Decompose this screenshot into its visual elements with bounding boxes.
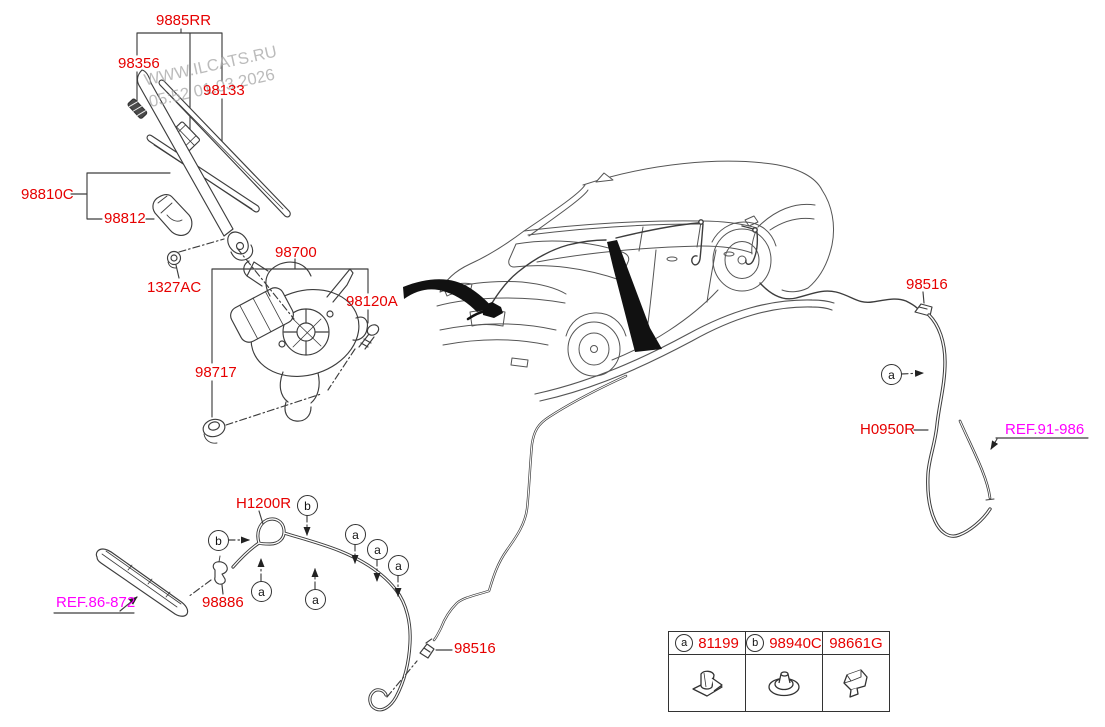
legend-cell-81199: a 81199	[669, 632, 746, 654]
legend-header-row: a 81199 b 98940C 98661G	[669, 632, 889, 655]
push-clip-icon	[692, 670, 723, 697]
grommet-98717	[202, 418, 226, 444]
callout-a-circle: a	[367, 539, 388, 560]
hose-connector-98516-right	[914, 291, 933, 317]
spoiler-ref-86-872	[95, 548, 189, 617]
legend-part-number: 81199	[698, 634, 739, 652]
bottom-leaders	[53, 510, 453, 651]
part-label-9885rr: 9885RR	[156, 12, 212, 29]
dash-leaders-topleft	[178, 238, 356, 426]
callout-a-circle: a	[251, 581, 272, 602]
callout-arrows	[227, 369, 924, 597]
legend-part-number: 98940C	[769, 634, 822, 652]
right-leaders	[913, 429, 1089, 450]
hose-connector-98516-bottom	[419, 643, 435, 659]
callout-b-circle: b	[746, 634, 765, 652]
legend-part-number: 98661G	[829, 634, 883, 652]
part-label-98356: 98356	[118, 55, 160, 72]
mount-screw-98120a	[358, 324, 380, 350]
pivot-nut-1327ac	[166, 250, 182, 269]
wiper-blade-98133	[158, 79, 291, 218]
part-label-98717: 98717	[195, 364, 237, 381]
part-label-98133: 98133	[203, 82, 245, 99]
legend-cell-98940c: b 98940C	[746, 632, 823, 654]
callout-a-circle: a	[305, 589, 326, 610]
car-to-connector-hose	[432, 374, 628, 642]
legend-icon-row	[669, 655, 889, 711]
wiper-arm-98810c	[136, 69, 254, 261]
road-lines	[534, 299, 835, 402]
wiper-rubber-98356	[127, 98, 148, 119]
black-arrow-to-car	[403, 279, 492, 312]
callout-b-circle: b	[208, 530, 229, 551]
ref-hose-91-986	[958, 419, 995, 501]
part-label-98812: 98812	[104, 210, 146, 227]
legend-cell-98661g: 98661G	[823, 632, 889, 654]
black-wedge-highlight	[607, 240, 662, 352]
wing-clip-icon	[843, 669, 868, 698]
wiper-motor-98700	[230, 260, 369, 422]
ref-link-91-986[interactable]: REF.91-986	[1005, 421, 1085, 438]
part-label-h0950r: H0950R	[860, 421, 916, 438]
roof-washer-hose	[491, 219, 759, 304]
callout-a-circle: a	[345, 524, 366, 545]
ref-link-86-872[interactable]: REF.86-872	[56, 594, 136, 611]
motor-bracket-box	[211, 258, 369, 418]
part-label-h1200r: H1200R	[236, 495, 292, 512]
hatch-hose-h1200r	[231, 517, 412, 712]
legend-table: a 81199 b 98940C 98661G	[668, 631, 890, 712]
washer-nozzle-98886	[212, 555, 228, 585]
wiper-cap-98812	[152, 193, 193, 236]
rear-washer-hose-h0950r	[926, 313, 992, 538]
label-leaders-topleft	[70, 172, 180, 279]
part-label-98810c: 98810C	[21, 186, 74, 203]
callout-a-circle: a	[881, 364, 902, 385]
underbody-washer-hose	[759, 282, 918, 309]
legend-icon-cell	[669, 655, 746, 711]
legend-icon-cell	[823, 655, 889, 711]
callout-b-circle: b	[297, 495, 318, 516]
part-label-1327ac: 1327AC	[147, 279, 202, 296]
part-label-98886: 98886	[202, 594, 244, 611]
bottom-dash-leaders	[187, 579, 434, 698]
callout-a-circle: a	[675, 634, 694, 652]
legend-icon-cell	[746, 655, 823, 711]
grommet-icon	[768, 671, 800, 697]
part-label-98516-bottom: 98516	[454, 640, 496, 657]
part-label-98700: 98700	[275, 244, 317, 261]
part-label-98120a: 98120A	[346, 293, 398, 310]
part-label-98516-right: 98516	[906, 276, 948, 293]
bracket-9885rr	[136, 28, 223, 145]
callout-a-circle: a	[388, 555, 409, 576]
